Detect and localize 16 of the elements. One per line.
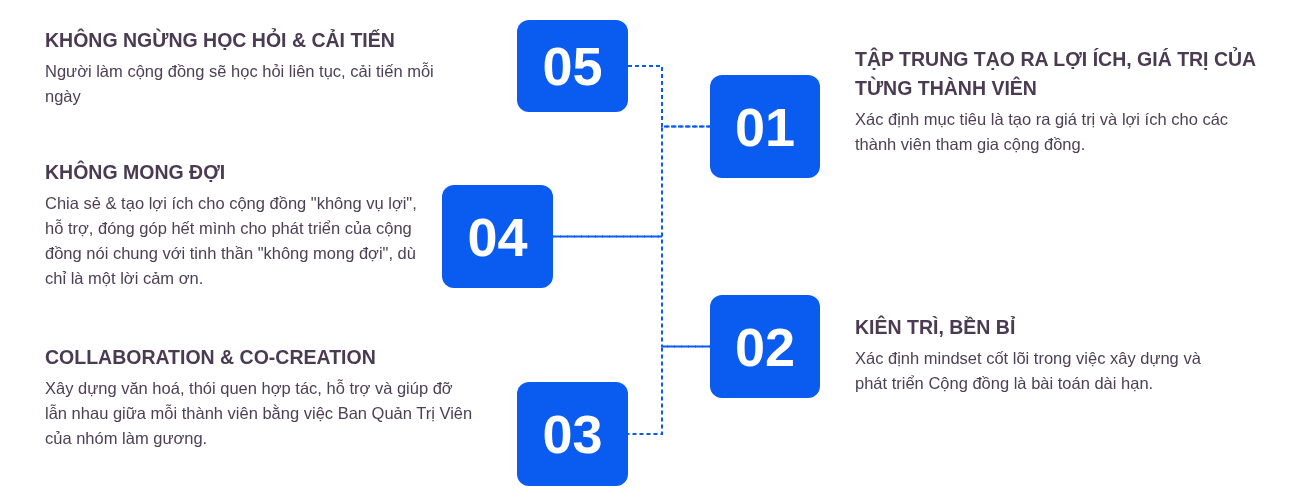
heading: KHÔNG NGỪNG HỌC HỎI & CẢI TIẾN: [45, 27, 396, 53]
heading: KHÔNG MONG ĐỢI: [45, 159, 227, 185]
heading: KIÊN TRÌ, BỀN BỈ: [855, 314, 1017, 340]
dashed-connector: [627, 345, 711, 435]
number-box: 05: [517, 20, 628, 112]
number-box: 04: [442, 185, 553, 288]
number-box: 02: [710, 295, 820, 398]
number-box: 03: [517, 382, 628, 486]
description: Xây dựng văn hoá, thói quen hợp tác, hỗ trợ và giúp đỡ lẫn nhau giữa mỗi thành viên bằng việc Ban Quản Trị Viên của nhóm làm gương.: [45, 378, 474, 449]
description: Xác định mục tiêu là tạo ra giá trị và lợi ích cho các thành viên tham gia cộng đồng.: [855, 109, 1230, 155]
heading: COLLABORATION & CO-CREATION: [45, 345, 377, 370]
number-box: 01: [710, 75, 820, 178]
heading: TẬP TRUNG TẠO RA LỢI ÍCH, GIÁ TRỊ CỦA TỪNG THÀNH VIÊN: [855, 46, 1257, 101]
description: Người làm cộng đồng sẽ học hỏi liên tục, cải tiến mỗi ngày: [45, 61, 435, 107]
description: Xác định mindset cốt lõi trong việc xây dựng và phát triển Cộng đồng là bài toán dài hạn.: [855, 348, 1202, 394]
description: Chia sẻ & tạo lợi ích cho cộng đồng "không vụ lợi", hỗ trợ, đóng góp hết mình cho phát triển của cộng đồng nói chung với tinh thần "không mong đợi", dù chỉ là một lời cảm ơn.: [45, 193, 418, 289]
